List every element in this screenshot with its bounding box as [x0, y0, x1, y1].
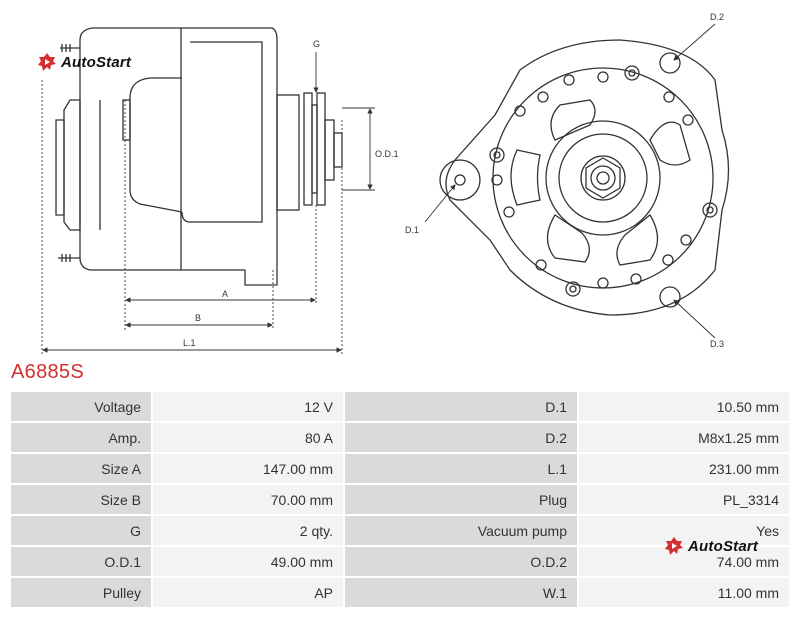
spec-value: 11.00 mm: [579, 578, 789, 607]
autostart-logo-icon: [665, 537, 683, 555]
label-l1: L.1: [183, 338, 196, 348]
spec-label: Vacuum pump: [345, 516, 577, 545]
brand-watermark: AutoStart: [664, 536, 758, 556]
spec-label: Pulley: [11, 578, 151, 607]
spec-value: Yes: [579, 516, 789, 545]
spec-value: 70.00 mm: [153, 485, 343, 514]
spec-label: D.1: [345, 392, 577, 421]
table-row: G 2 qty. Vacuum pump Yes: [11, 516, 789, 545]
label-d2: D.2: [710, 12, 724, 22]
spec-value: PL_3314: [579, 485, 789, 514]
table-row: O.D.1 49.00 mm O.D.2 74.00 mm: [11, 547, 789, 576]
spec-label: Size B: [11, 485, 151, 514]
specs-table: Voltage 12 V D.1 10.50 mm Amp. 80 A D.2 …: [9, 390, 791, 609]
brand-name: AutoStart: [61, 53, 132, 71]
label-a: A: [222, 289, 228, 299]
label-d1: D.1: [405, 225, 419, 235]
label-od1: O.D.1: [375, 149, 399, 159]
spec-label: L.1: [345, 454, 577, 483]
alternator-drawing: G O.D.1 A B L.1 D.1 D.2 D.3: [41, 12, 730, 355]
spec-value: 231.00 mm: [579, 454, 789, 483]
table-row: Pulley AP W.1 11.00 mm: [11, 578, 789, 607]
spec-value: 80 A: [153, 423, 343, 452]
part-code: A6885S: [11, 361, 84, 383]
spec-label: O.D.2: [345, 547, 577, 576]
table-row: Amp. 80 A D.2 M8x1.25 mm: [11, 423, 789, 452]
front-view: [439, 39, 730, 316]
spec-label: Plug: [345, 485, 577, 514]
spec-label: Amp.: [11, 423, 151, 452]
spec-label: G: [11, 516, 151, 545]
spec-value: AP: [153, 578, 343, 607]
spec-label: D.2: [345, 423, 577, 452]
table-row: Size B 70.00 mm Plug PL_3314: [11, 485, 789, 514]
brand-name: AutoStart: [688, 537, 759, 555]
spec-label: W.1: [345, 578, 577, 607]
brand-logo: AutoStart: [37, 52, 131, 72]
table-row: Voltage 12 V D.1 10.50 mm: [11, 392, 789, 421]
spec-label: Size A: [11, 454, 151, 483]
table-row: Size A 147.00 mm L.1 231.00 mm: [11, 454, 789, 483]
spec-label: O.D.1: [11, 547, 151, 576]
spec-value: 12 V: [153, 392, 343, 421]
label-g: G: [313, 39, 320, 49]
spec-value: 2 qty.: [153, 516, 343, 545]
spec-value: 147.00 mm: [153, 454, 343, 483]
dimension-lines: [41, 52, 375, 355]
label-d3: D.3: [710, 339, 724, 349]
spec-value: 49.00 mm: [153, 547, 343, 576]
side-view: [55, 27, 343, 286]
spec-value: 10.50 mm: [579, 392, 789, 421]
spec-label: Voltage: [11, 392, 151, 421]
autostart-logo-icon: [38, 53, 56, 71]
label-b: B: [195, 313, 201, 323]
spec-value: 74.00 mm: [579, 547, 789, 576]
spec-value: M8x1.25 mm: [579, 423, 789, 452]
